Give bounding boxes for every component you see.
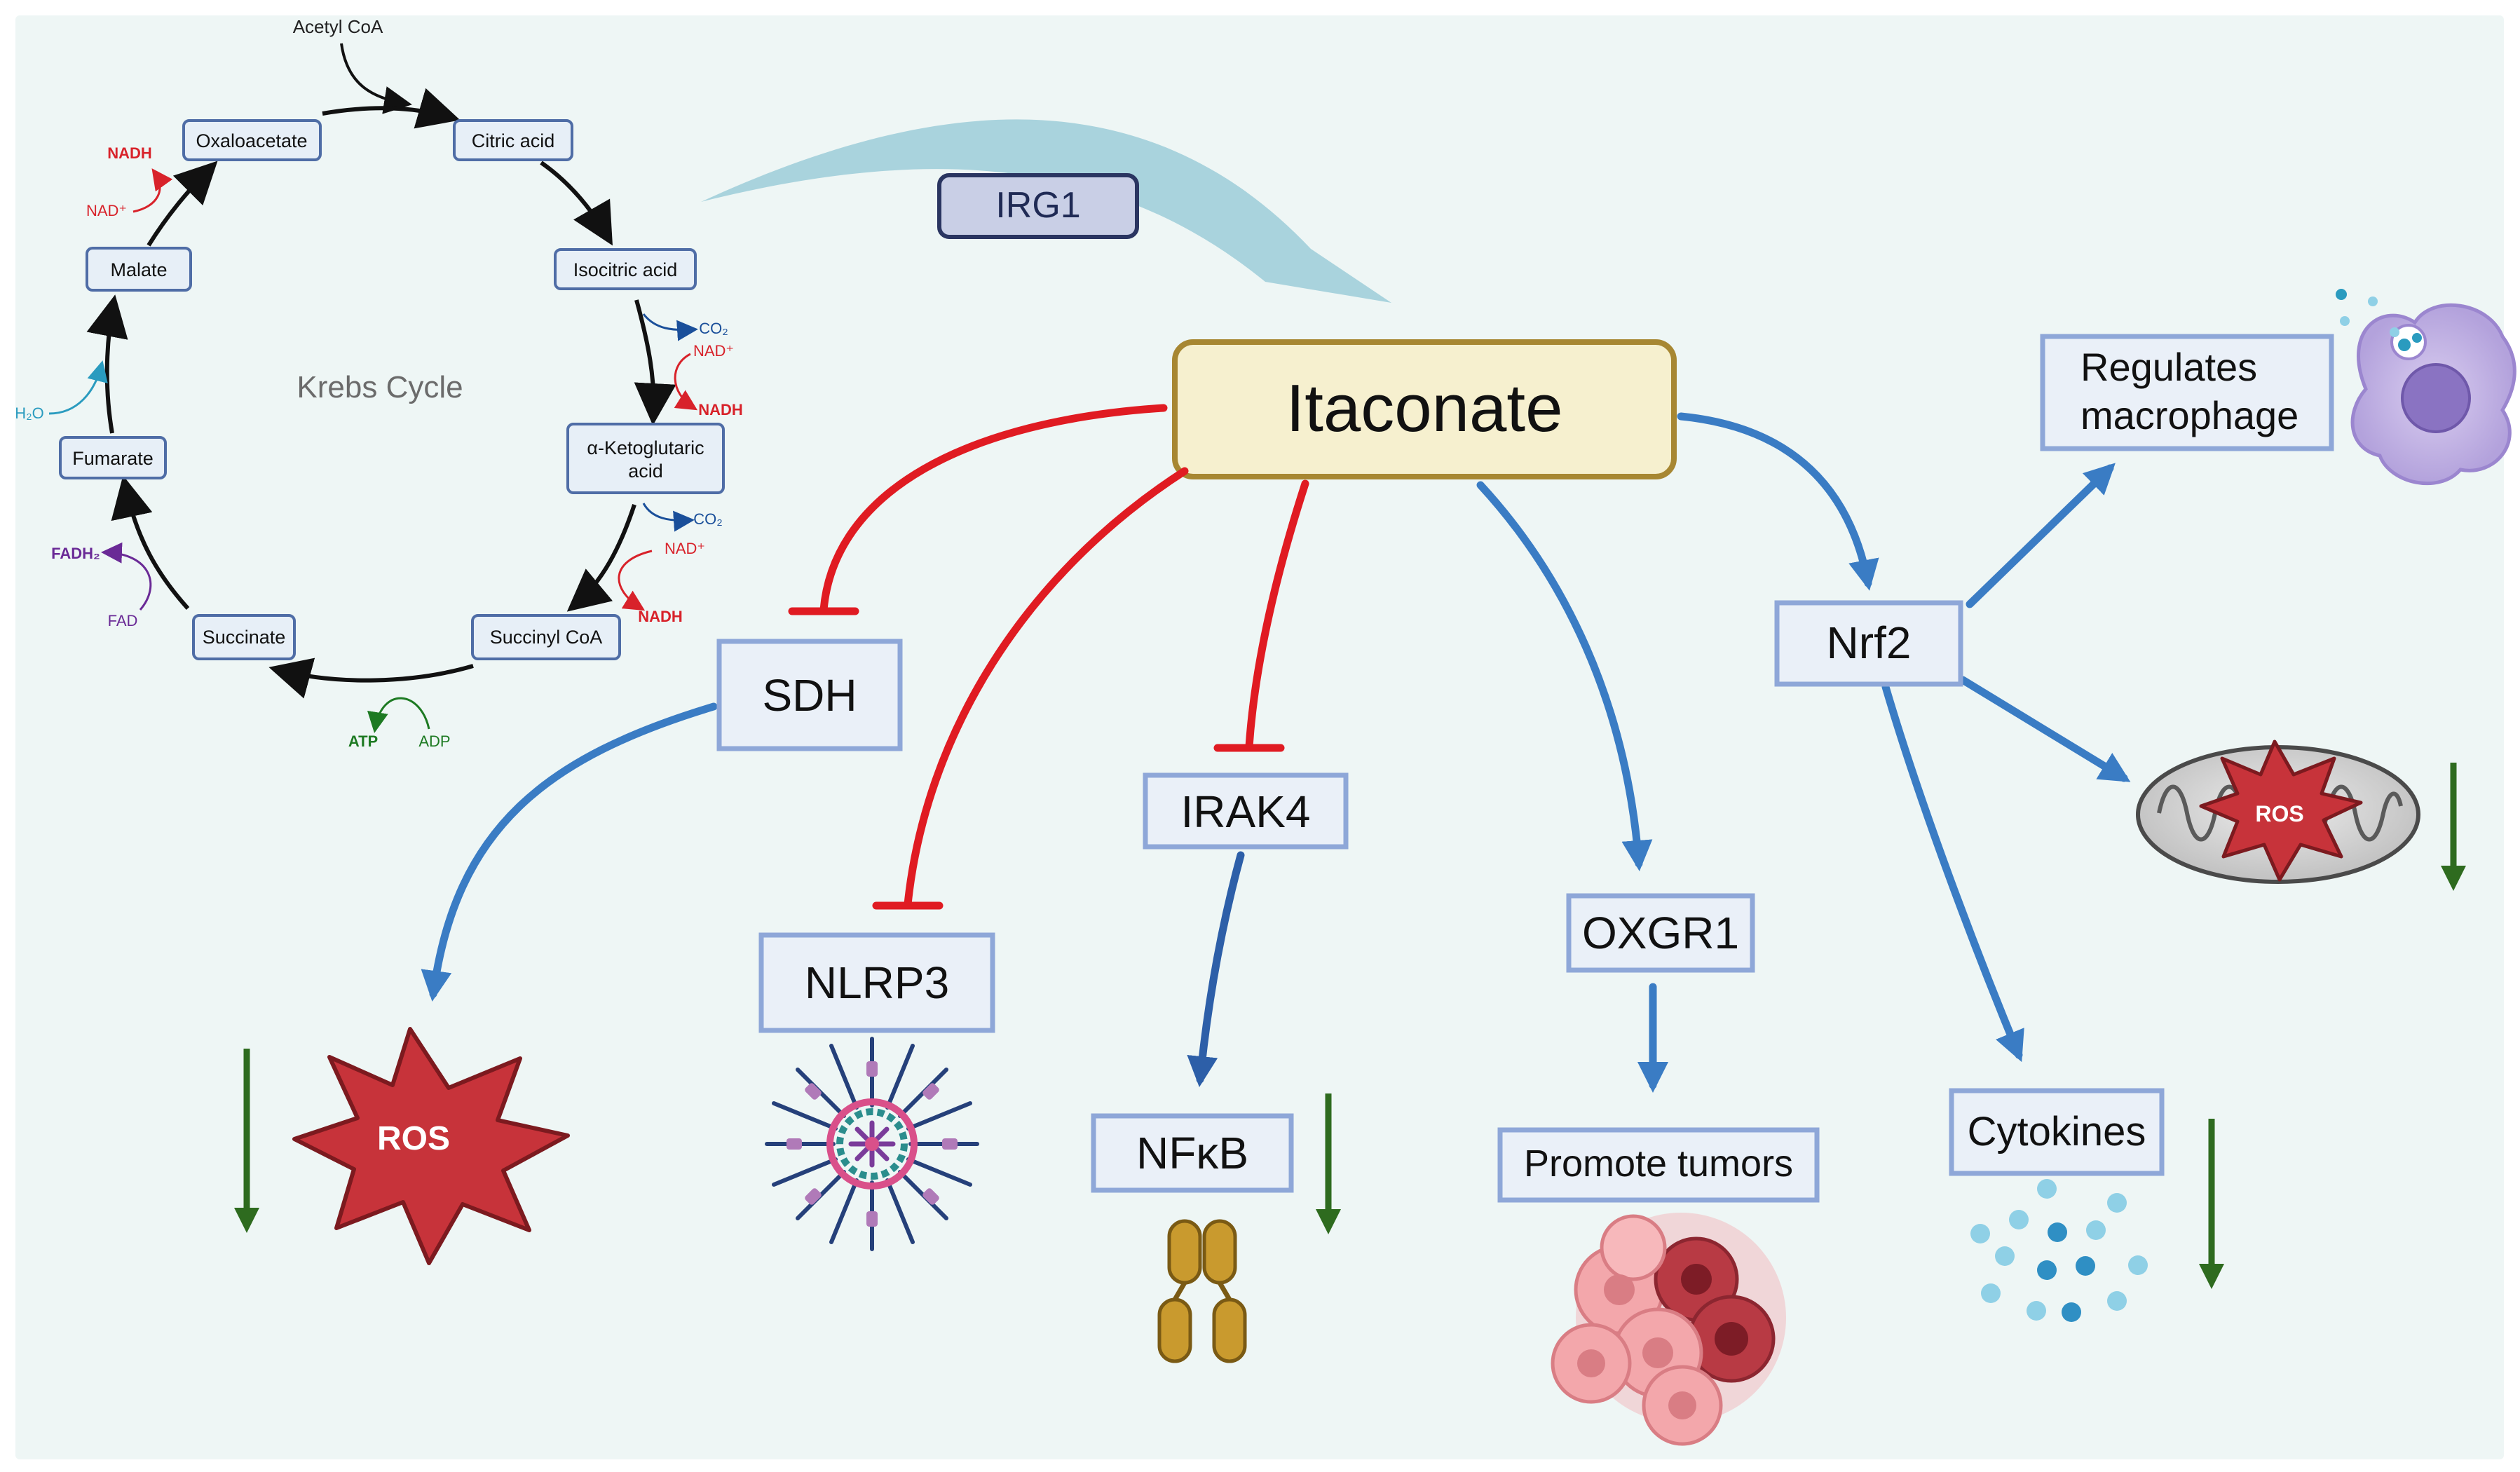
citric-acid-box <box>453 119 573 161</box>
nadh-label-1: NADH <box>698 401 743 418</box>
arrow-nrf2-macrophage <box>1966 463 2116 608</box>
nrf2-box <box>1774 600 1963 687</box>
ros-label: ROS <box>377 1120 450 1157</box>
adp-label: ADP <box>418 732 450 750</box>
inhibit-nlrp3-line <box>904 467 1189 908</box>
regulates-label-line2: macrophage <box>2080 393 2298 437</box>
irak4-box <box>1143 772 1349 850</box>
malate-label: Malate <box>110 259 167 280</box>
h2o-arrow <box>48 360 108 415</box>
nadh-label-top: NADH <box>107 144 152 162</box>
arrow-sdh-ros <box>421 702 718 1002</box>
oxaloacetate-box <box>182 119 322 161</box>
nad-label-1: NAD⁺ <box>693 342 734 360</box>
decrease-indicators <box>234 763 2466 1289</box>
malate-box <box>86 247 192 292</box>
co2-arrow-1 <box>642 313 698 341</box>
nfkb-label: NFκB <box>1136 1128 1248 1178</box>
irg1-conversion-arrow <box>701 119 1391 303</box>
isocitric-acid-box <box>554 248 697 290</box>
fad-fadh2-arrow <box>101 542 152 611</box>
irg1-box <box>937 173 1139 239</box>
krebs-cycle: Krebs Cycle Acetyl CoA Oxaloacetate Citr… <box>15 16 743 750</box>
fad-label: FAD <box>108 612 138 629</box>
promote-tumors-box <box>1497 1127 1820 1203</box>
arrow-nrf2-mitochondria <box>1959 676 2131 782</box>
irg1-label: IRG1 <box>995 185 1080 226</box>
itaconate-label: Itaconate <box>1286 371 1563 446</box>
nfkb-box <box>1091 1113 1294 1193</box>
cycle-arrow-isocitric-akg <box>634 299 676 425</box>
mito-ros-star-shape <box>2199 740 2363 882</box>
ros-star-shape <box>292 1027 570 1265</box>
nad-label-top: NAD⁺ <box>86 202 127 219</box>
nlrp3-box <box>758 932 995 1033</box>
atp-label: ATP <box>348 732 378 750</box>
succinate-label: Succinate <box>203 627 286 648</box>
isocitric-acid-label: Isocitric acid <box>573 259 678 280</box>
cytokines-label: Cytokines <box>1968 1109 2146 1154</box>
acetyl-coa-label: Acetyl CoA <box>293 16 383 37</box>
macrophage-icon <box>2336 289 2516 486</box>
alpha-ketoglutaric-acid-label-line2: acid <box>628 461 663 482</box>
h2o-label: H₂O <box>15 404 44 422</box>
background-panel <box>15 15 2504 1459</box>
co2-label-1: CO₂ <box>699 320 728 337</box>
arrow-itaconate-oxgr1 <box>1476 481 1653 871</box>
acetyl-coa-arrow <box>340 43 412 114</box>
fumarate-box <box>59 436 167 479</box>
alpha-ketoglutaric-acid-box <box>566 423 725 494</box>
nad-label-2: NAD⁺ <box>665 540 705 557</box>
cycle-arrow-succinyl-succinate <box>268 657 474 699</box>
fumarate-label: Fumarate <box>72 448 154 469</box>
ros-starburst: ROS <box>292 1027 570 1265</box>
oxgr1-label: OXGR1 <box>1582 908 1739 958</box>
sdh-box <box>716 639 903 751</box>
itaconate-box <box>1172 339 1677 479</box>
activation-edges <box>421 412 2131 1093</box>
regulates-macrophage-box <box>2040 334 2334 451</box>
nad-nadh-arrow-2 <box>618 550 653 611</box>
arrow-irak4-nfkb <box>1187 851 1245 1087</box>
cytokine-dots-icon <box>1970 1179 2148 1322</box>
inhibition-edges <box>788 404 1309 910</box>
cycle-arrow-oxaloacetate-citric <box>322 88 461 129</box>
cycle-arrow-citric-isocitric <box>540 161 613 246</box>
arrow-nrf2-cytokines <box>1881 683 2024 1063</box>
citric-acid-label: Citric acid <box>472 130 555 151</box>
mitochondria-ros-starburst: ROS <box>2199 740 2363 882</box>
cycle-arrow-akg-succinyl <box>566 504 636 612</box>
nad-nadh-arrow-top <box>132 168 173 213</box>
nadh-label-2: NADH <box>638 608 683 625</box>
irak4-label: IRAK4 <box>1181 786 1311 837</box>
adp-atp-arrow <box>367 697 430 733</box>
cycle-arrow-malate-oxaloacetate <box>147 161 218 247</box>
succinyl-coa-label: Succinyl CoA <box>490 627 603 648</box>
krebs-cycle-title: Krebs Cycle <box>297 370 463 404</box>
mito-ros-label: ROS <box>2255 801 2303 826</box>
nfkb-dimer-icon <box>1157 1219 1247 1363</box>
regulates-label-line1: Regulates <box>2080 345 2257 389</box>
co2-arrow-2 <box>642 503 695 532</box>
cycle-arrow-succinate-fumarate <box>111 475 190 611</box>
nrf2-label: Nrf2 <box>1827 618 1912 668</box>
oxaloacetate-label: Oxaloacetate <box>196 130 307 151</box>
tumor-cluster-icon <box>1551 1213 1786 1446</box>
inhibit-irak4-line <box>1245 479 1309 751</box>
oxgr1-box <box>1566 893 1755 973</box>
succinyl-coa-box <box>471 614 621 660</box>
succinate-box <box>192 614 296 660</box>
nlrp3-inflammasome-icon <box>765 1037 979 1251</box>
nad-nadh-arrow-1 <box>674 353 698 411</box>
arrow-itaconate-nrf2 <box>1677 412 1879 591</box>
promote-tumors-label: Promote tumors <box>1524 1143 1793 1185</box>
sdh-label: SDH <box>762 670 857 721</box>
nlrp3-label: NLRP3 <box>805 958 949 1008</box>
alpha-ketoglutaric-acid-label-line1: α-Ketoglutaric <box>587 437 704 458</box>
cytokines-box <box>1949 1088 2165 1176</box>
fadh2-label: FADH₂ <box>51 545 100 562</box>
inhibit-sdh-line <box>819 404 1168 614</box>
co2-label-2: CO₂ <box>693 510 723 528</box>
